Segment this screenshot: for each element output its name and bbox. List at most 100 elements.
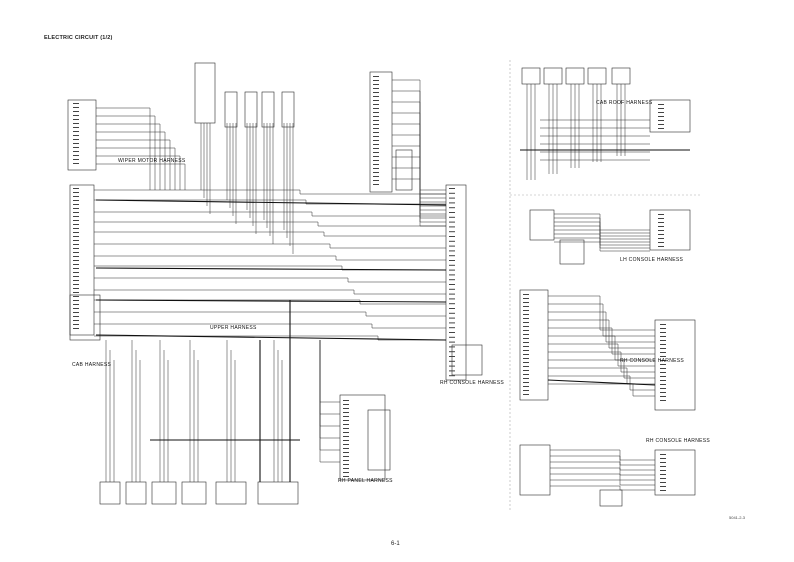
connector-pin xyxy=(73,260,79,261)
connector-pin xyxy=(73,228,79,229)
rh-console-connector xyxy=(445,184,467,381)
connector-pin xyxy=(523,338,529,339)
connector-pin xyxy=(373,152,379,153)
connector-pin xyxy=(73,103,79,104)
rl-wire xyxy=(548,351,655,373)
connector-pin xyxy=(73,240,79,241)
connector-pin xyxy=(73,159,79,160)
top-connector-1 xyxy=(194,62,216,124)
connector-pin xyxy=(73,272,79,273)
connector-pin xyxy=(523,330,529,331)
connector-pin xyxy=(660,376,666,377)
connector-pin xyxy=(523,390,529,391)
connector-pin xyxy=(73,320,79,321)
connector-pin xyxy=(449,274,455,276)
connector-pin xyxy=(73,248,79,249)
connector-pin xyxy=(449,202,455,204)
connector-pin xyxy=(660,466,666,467)
connector-pin xyxy=(373,148,379,149)
connector-pin xyxy=(449,279,455,281)
main-bus xyxy=(95,267,447,271)
rm-wire xyxy=(554,225,650,240)
connector-pin xyxy=(658,124,664,125)
connector-pin xyxy=(343,428,349,429)
connector-pin xyxy=(523,310,529,311)
rl-connector-1 xyxy=(519,289,549,401)
connector-pin xyxy=(660,340,666,341)
connector-pin xyxy=(373,172,379,173)
connector-pin xyxy=(73,127,79,128)
connector-pin xyxy=(73,188,79,189)
br-connector-3 xyxy=(599,489,623,507)
bus-wire xyxy=(94,189,446,195)
connector-pin xyxy=(660,372,666,373)
connector-pin xyxy=(373,76,379,77)
connector-pin xyxy=(449,303,455,305)
connector-pin xyxy=(658,226,664,227)
connector-pin xyxy=(73,135,79,136)
connector-pin xyxy=(73,200,79,201)
connector-pin xyxy=(660,332,666,333)
connector-pin xyxy=(523,342,529,343)
connector-pin xyxy=(73,256,79,257)
connector-pin xyxy=(660,360,666,361)
connector-pin xyxy=(449,231,455,233)
bus-wire xyxy=(94,255,446,261)
doc-code: 5041-2-3 xyxy=(729,515,746,520)
connector-pin xyxy=(523,382,529,383)
connector-pin xyxy=(660,364,666,365)
bottom-mid-relay xyxy=(367,409,391,471)
wiper-wire xyxy=(96,131,166,190)
connector-pin xyxy=(373,132,379,133)
connector-pin xyxy=(373,140,379,141)
connector-pin xyxy=(343,424,349,425)
connector-pin xyxy=(660,400,666,401)
rl-wire xyxy=(548,319,655,349)
connector-pin xyxy=(449,336,455,338)
connector-pin xyxy=(523,298,529,299)
connector-pin xyxy=(73,155,79,156)
connector-pin xyxy=(373,104,379,105)
connector-pin xyxy=(658,238,664,239)
connector-pin xyxy=(660,368,666,369)
connector-pin xyxy=(73,232,79,233)
connector-pin xyxy=(73,119,79,120)
connector-pin xyxy=(523,326,529,327)
stack-wire xyxy=(319,340,340,415)
connector-pin xyxy=(343,456,349,457)
connector-pin xyxy=(660,392,666,393)
connector-pin xyxy=(523,346,529,347)
connector-pin xyxy=(73,196,79,197)
label-rh-console-1: RH CONSOLE HARNESS xyxy=(440,380,505,386)
connector-pin xyxy=(343,472,349,473)
bottom-connector-1 xyxy=(99,481,121,505)
connector-pin xyxy=(660,388,666,389)
connector-pin xyxy=(343,400,349,401)
connector-pin xyxy=(449,207,455,209)
connector-pin xyxy=(660,348,666,349)
connector-pin xyxy=(658,112,664,113)
connector-pin xyxy=(523,374,529,375)
connector-pin xyxy=(660,462,666,463)
br-wire xyxy=(550,473,655,481)
top-connector-5 xyxy=(281,91,295,128)
rl-connector-2 xyxy=(654,319,696,411)
connector-pin xyxy=(373,100,379,101)
connector-pin xyxy=(343,444,349,445)
connector-pin xyxy=(449,293,455,295)
connector-pin xyxy=(373,108,379,109)
connector-pin xyxy=(373,120,379,121)
connector-pin xyxy=(449,212,455,213)
connector-pin xyxy=(373,136,379,137)
top-connector-2 xyxy=(224,91,238,128)
connector-pin xyxy=(449,341,455,343)
connector-pin xyxy=(660,328,666,329)
connector-pin xyxy=(73,220,79,221)
connector-pins xyxy=(73,76,666,491)
connector-pin xyxy=(73,252,79,253)
connector-pin xyxy=(449,365,455,367)
connector-pin xyxy=(449,226,455,228)
connector-pin xyxy=(73,163,79,164)
connector-pin xyxy=(449,356,455,357)
page-title: ELECTRIC CIRCUIT (1/2) xyxy=(44,35,113,41)
